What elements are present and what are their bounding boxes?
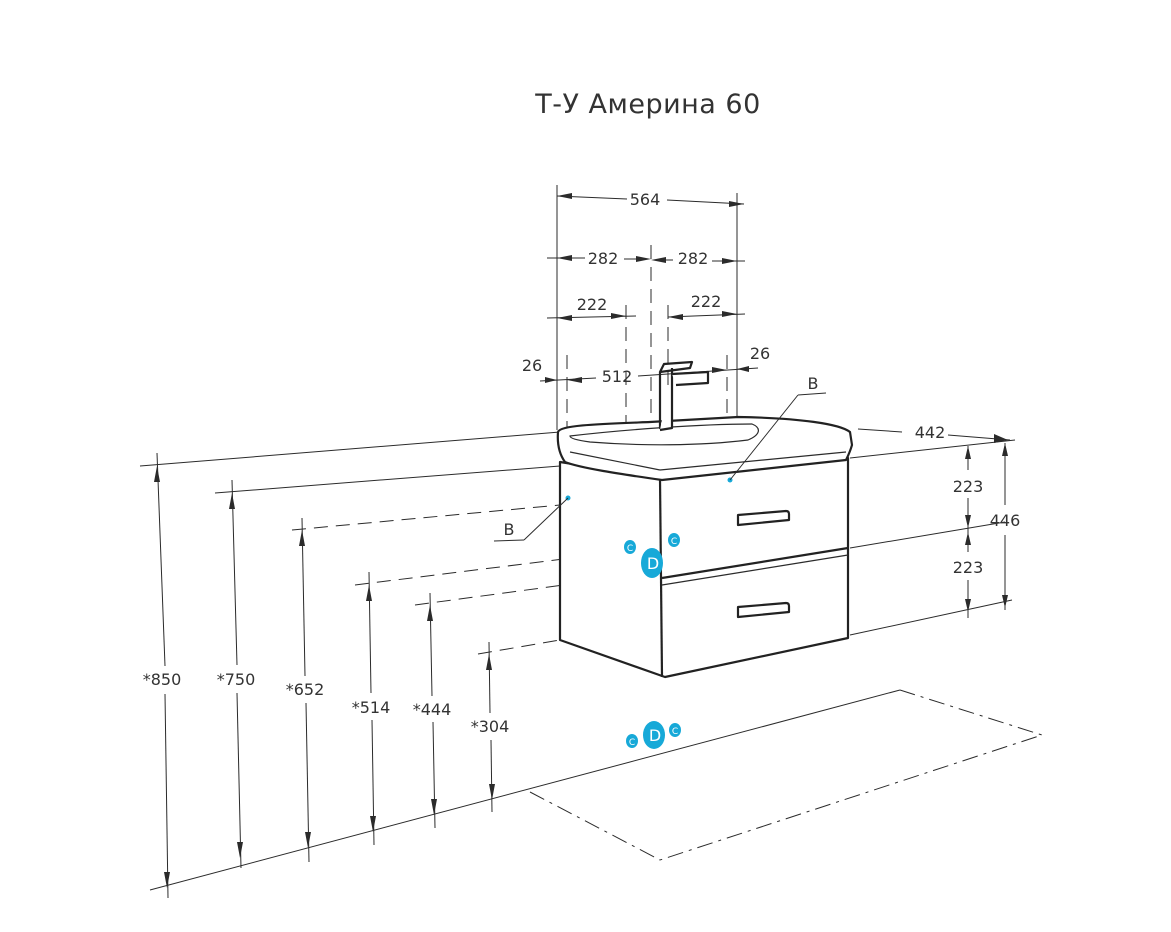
cabinet bbox=[556, 415, 854, 679]
dim-margin-left: 26 bbox=[522, 356, 542, 375]
cabinet-body bbox=[558, 456, 850, 679]
floor-connectors: C D C bbox=[626, 721, 681, 749]
dim-height-514: *514 bbox=[352, 698, 391, 717]
dim-height-850: *850 bbox=[143, 670, 182, 689]
floor-footprint bbox=[529, 689, 1044, 861]
cold-water-icon bbox=[624, 540, 636, 554]
marker-b-left: B bbox=[493, 495, 571, 542]
dim-offset-right: 222 bbox=[691, 292, 722, 311]
dim-width-total: 564 bbox=[630, 190, 661, 209]
dim-upper-drawer: 223 bbox=[953, 477, 984, 496]
wall-reference-lines bbox=[139, 431, 1016, 891]
cold-water-label: C bbox=[627, 544, 633, 554]
dim-height-750: *750 bbox=[217, 670, 256, 689]
dim-offset-left: 222 bbox=[577, 295, 608, 314]
lower-drawer-handle bbox=[736, 601, 791, 619]
floor-hot-water-label: C bbox=[672, 727, 678, 737]
faucet bbox=[658, 360, 710, 432]
upper-drawer-handle bbox=[736, 509, 791, 527]
right-dimensions: 442 223 223 446 bbox=[857, 423, 1021, 618]
hot-water-icon bbox=[668, 533, 680, 547]
dim-cabinet-height: 446 bbox=[990, 511, 1021, 530]
dim-inner: 512 bbox=[602, 367, 633, 386]
width-dimensions: 564 282 282 222 222 26 512 26 bbox=[522, 190, 770, 386]
hot-water-label: C bbox=[671, 537, 677, 547]
marker-b-left-label: B bbox=[504, 520, 515, 539]
floor-cold-water-icon bbox=[626, 734, 638, 748]
floor-drain-icon bbox=[643, 721, 665, 749]
floor-hot-water-icon bbox=[669, 723, 681, 737]
marker-b-right-label: B bbox=[808, 374, 819, 393]
wall-connectors: C D C bbox=[624, 533, 680, 578]
marker-b-right: B bbox=[727, 374, 827, 483]
floor-cold-water-label: C bbox=[629, 738, 635, 748]
height-dimensions: *850 *750 *652 *514 *444 *304 bbox=[143, 452, 510, 899]
dim-margin-right: 26 bbox=[750, 344, 770, 363]
drain-icon bbox=[641, 548, 663, 578]
drain-label: D bbox=[647, 554, 659, 573]
dim-height-304: *304 bbox=[471, 717, 510, 736]
drawing-title: Т-У Америна 60 bbox=[534, 89, 761, 120]
dim-height-444: *444 bbox=[413, 700, 452, 719]
dim-depth: 442 bbox=[915, 423, 946, 442]
dim-height-652: *652 bbox=[286, 680, 325, 699]
dim-half-left: 282 bbox=[588, 249, 619, 268]
dim-lower-drawer: 223 bbox=[953, 558, 984, 577]
dim-half-right: 282 bbox=[678, 249, 709, 268]
floor-drain-label: D bbox=[649, 726, 661, 745]
